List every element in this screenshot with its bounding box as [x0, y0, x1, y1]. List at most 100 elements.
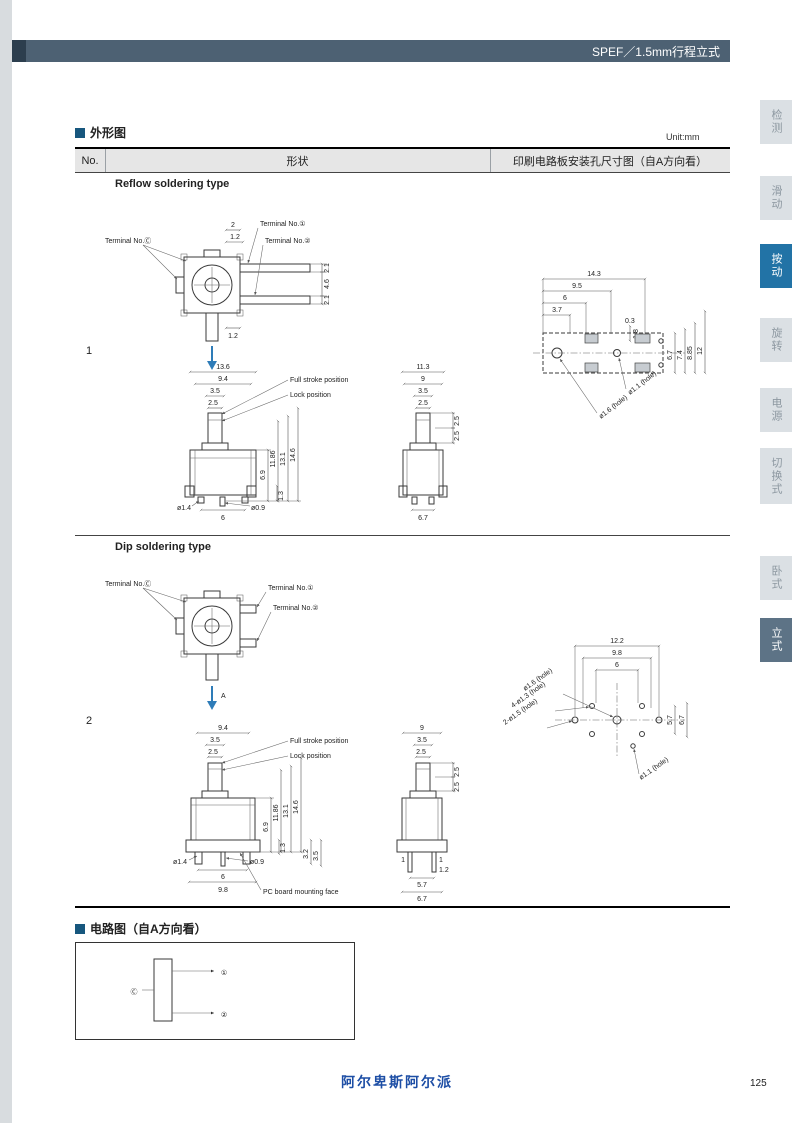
row2-terminal-1-label: Terminal No.①: [268, 584, 314, 592]
dim-12.2: 12.2: [610, 638, 624, 645]
circuit-component: [153, 958, 173, 1022]
side-tab-label: 检测: [770, 109, 782, 135]
side-tab-toggle: 切换式: [760, 448, 792, 504]
outline-title-text: 外形图: [90, 126, 127, 140]
dim-1: 1: [401, 857, 405, 864]
pc-board-face-label: PC board mounting face: [263, 889, 339, 896]
side-tab-power: 电源: [760, 388, 792, 432]
left-margin-stripe: [0, 0, 12, 1123]
dim-5.7: 5.7: [667, 715, 674, 725]
dim-2.5: 2.5: [454, 782, 461, 792]
dim-6.7: 6.7: [667, 350, 674, 360]
col-header-shape: 形状: [286, 155, 309, 168]
dim-9.4: 9.4: [218, 376, 228, 383]
dim-1: 1: [439, 857, 443, 864]
table-header: No. 形状 印刷电路板安装孔尺寸图（自A方向看）: [75, 149, 730, 172]
side-tab-slide: 滑动: [760, 176, 792, 220]
dim-phi0.9: ø0.9: [251, 505, 265, 512]
dim-13.1: 13.1: [280, 452, 287, 466]
hole-phi1.1-label: ø1.1 (hole): [638, 756, 670, 781]
dim-6.7: 6.7: [418, 515, 428, 522]
dim-6.7: 6.7: [417, 896, 427, 903]
side-tab-horizontal: 卧式: [760, 556, 792, 600]
dim-1.2: 1.2: [228, 333, 238, 340]
dim-5.7: 5.7: [417, 882, 427, 889]
row1-terminal-c-label: Terminal No.Ⓒ: [105, 237, 151, 245]
row2-drawing: A Terminal No.Ⓒ Terminal No.① Terminal N…: [105, 580, 689, 903]
dim-11.3: 11.3: [416, 364, 429, 371]
circuit-terminal-c: Ⓒ: [131, 988, 138, 996]
dim-3.7: 3.7: [552, 307, 562, 314]
dim-9.8: 9.8: [218, 887, 228, 894]
hole-phi1.1-label: ø1.1 (hole): [627, 370, 658, 396]
dim-14.3: 14.3: [587, 271, 601, 278]
dim-0.3: 0.3: [625, 318, 635, 325]
dim-14.6: 14.6: [293, 800, 300, 814]
dim-3.5: 3.5: [210, 388, 220, 395]
row2-terminal-2-label: Terminal No.②: [273, 605, 319, 612]
side-tab-label: 电源: [770, 397, 782, 423]
dim-6.9: 6.9: [263, 822, 270, 832]
full-stroke-label: Full stroke position: [290, 377, 348, 384]
circuit-diagram: ① ② Ⓒ: [131, 958, 227, 1022]
table-header-separator: [490, 149, 491, 172]
dim-2.5: 2.5: [208, 749, 218, 756]
dim-6: 6: [563, 295, 567, 302]
circuit-title-text: 电路图（自A方向看）: [90, 922, 207, 936]
side-tab-label: 按动: [770, 253, 782, 279]
dim-12: 12: [697, 347, 704, 355]
unit-label: Unit:mm: [666, 132, 700, 142]
dim-9.8: 9.8: [612, 650, 622, 657]
dim-11.86: 11.86: [273, 804, 280, 821]
row1-drawing: Terminal No.Ⓒ Terminal No.① Terminal No.…: [105, 220, 707, 522]
page-header-bar: SPEF／1.5mm行程立式: [12, 40, 730, 62]
dim-2.1: 2.1: [324, 295, 331, 305]
section-bullet-icon: [75, 923, 85, 934]
dim-phi0.9: ø0.9: [250, 859, 264, 866]
dim-2.5: 2.5: [454, 431, 461, 441]
side-tab-rotary: 旋转: [760, 318, 792, 362]
row1-top-view: Terminal No.Ⓒ Terminal No.① Terminal No.…: [105, 220, 331, 370]
row2-top-view: A Terminal No.Ⓒ Terminal No.① Terminal N…: [105, 580, 319, 710]
lock-position-label: Lock position: [290, 392, 331, 399]
row1-pcb-pattern: 14.3 9.5 6 3.7 0.3 1.8 6.7 7.4 8.85 12: [533, 271, 707, 421]
row2-pcb-pattern: 12.2 9.8 6 ø1.6 (hole) 4-ø1.3 (hole) 2-ø…: [502, 638, 689, 782]
row1-type-label: Reflow soldering type: [115, 178, 230, 190]
row1-number: 1: [86, 345, 93, 357]
side-tab-label: 切换式: [770, 456, 782, 496]
view-direction-arrow: [207, 361, 217, 370]
row2-type-label: Dip soldering type: [115, 541, 211, 553]
dim-6.7: 6.7: [679, 715, 686, 725]
dim-1.3: 1.3: [278, 491, 285, 501]
row2-number: 2: [86, 715, 93, 727]
direction-a-label: A: [221, 693, 226, 700]
dim-9: 9: [420, 725, 424, 732]
view-direction-arrow: [207, 701, 217, 710]
dim-9: 9: [421, 376, 425, 383]
row2-terminal-c-label: Terminal No.Ⓒ: [105, 580, 151, 588]
dim-2.1: 2.1: [324, 263, 331, 273]
page-title: SPEF／1.5mm行程立式: [591, 44, 720, 59]
side-tab-label: 卧式: [770, 565, 782, 591]
dim-3.2: 3.2: [303, 849, 310, 859]
dim-2.5: 2.5: [454, 416, 461, 426]
dim-1.3: 1.3: [280, 843, 287, 853]
table-bottom-border: [75, 906, 730, 908]
dim-2.5: 2.5: [454, 767, 461, 777]
brand-logo-text: 阿尔卑斯阿尔派: [341, 1074, 453, 1090]
dim-8.85: 8.85: [687, 346, 694, 360]
dim-2.5: 2.5: [416, 749, 426, 756]
outline-section-title: 外形图: [75, 124, 126, 141]
dim-1.2: 1.2: [439, 867, 449, 874]
page-number: 125: [750, 1078, 767, 1089]
row1-terminal-1-label: Terminal No.①: [260, 220, 306, 228]
dim-13.1: 13.1: [283, 804, 290, 818]
side-tab-vertical-active: 立式: [760, 618, 792, 662]
dim-1.2: 1.2: [230, 234, 240, 241]
dim-9.5: 9.5: [572, 283, 582, 290]
dim-11.86: 11.86: [270, 450, 277, 467]
dim-9.4: 9.4: [218, 725, 228, 732]
table-header-separator: [105, 149, 106, 172]
circuit-section-title: 电路图（自A方向看）: [75, 920, 207, 937]
